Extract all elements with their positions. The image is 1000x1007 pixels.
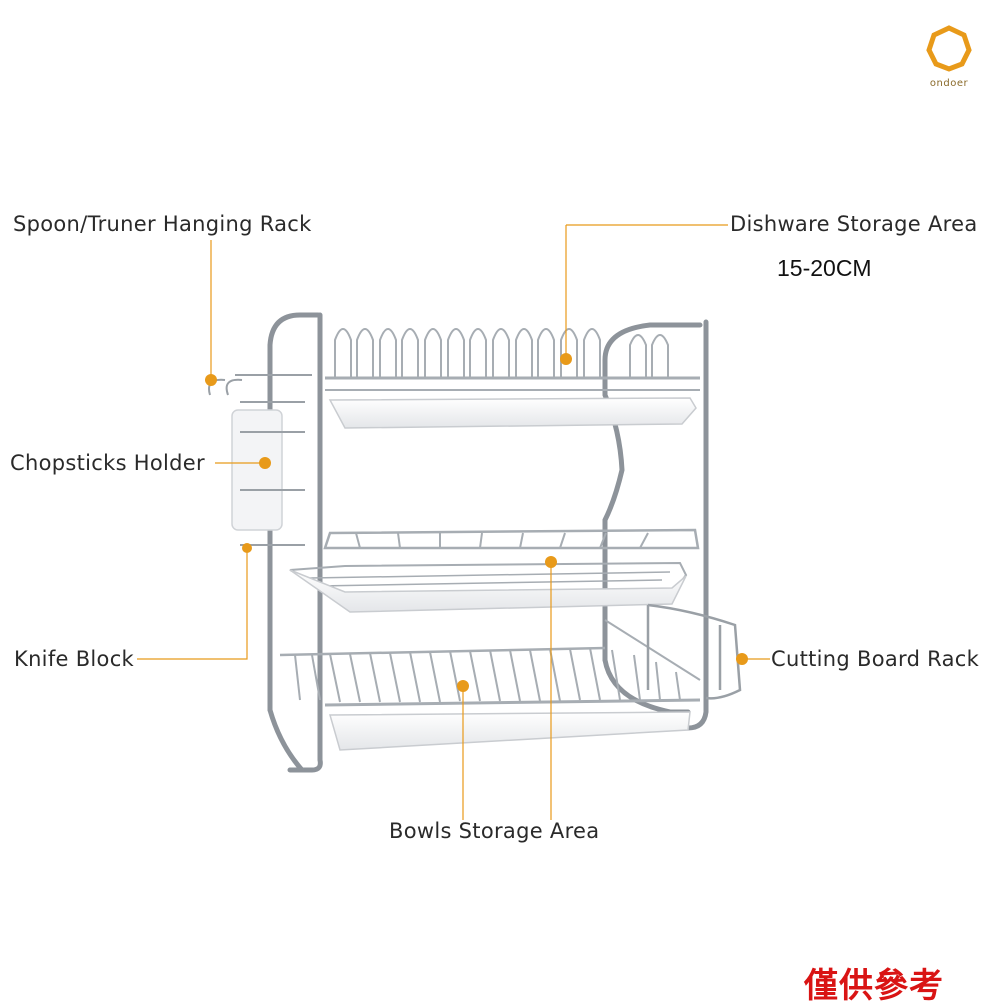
label-chopsticks-holder: Chopsticks Holder xyxy=(10,451,205,475)
reference-watermark: 僅供參考 xyxy=(804,966,944,1006)
top-drip-tray xyxy=(328,397,697,429)
label-spoon-rack: Spoon/Truner Hanging Rack xyxy=(13,212,312,236)
callout-lines xyxy=(137,224,770,820)
callout-dots xyxy=(205,353,748,692)
logo-icon xyxy=(926,25,972,72)
callout-dot-dishware xyxy=(560,353,572,365)
label-cutting-board-rack: Cutting Board Rack xyxy=(771,647,980,671)
callout-dot-middle xyxy=(545,556,557,568)
dishware-shelf xyxy=(325,328,700,391)
callout-dot-bowls xyxy=(457,680,469,692)
chopsticks-holder xyxy=(208,374,312,546)
callout-dot-knife-block xyxy=(242,543,252,553)
callout-dot-spoon-rack xyxy=(205,374,217,386)
rack-frame xyxy=(267,312,709,773)
label-bowls-area: Bowls Storage Area xyxy=(389,819,600,843)
label-knife-block: Knife Block xyxy=(14,647,134,671)
label-dishware-size: 15-20CM xyxy=(777,255,872,281)
middle-shelf xyxy=(289,528,700,597)
bottom-drip-tray xyxy=(329,711,691,751)
cutting-board-rack xyxy=(646,603,742,700)
bottom-shelf xyxy=(279,619,701,707)
callout-dot-cutting-board xyxy=(736,653,748,665)
logo-text: ondoer xyxy=(929,78,969,89)
brand-logo: ondoer xyxy=(924,24,974,94)
label-dishware-area: Dishware Storage Area xyxy=(730,212,978,236)
middle-drip-tray xyxy=(289,569,687,613)
callout-dot-chopsticks xyxy=(259,457,271,469)
